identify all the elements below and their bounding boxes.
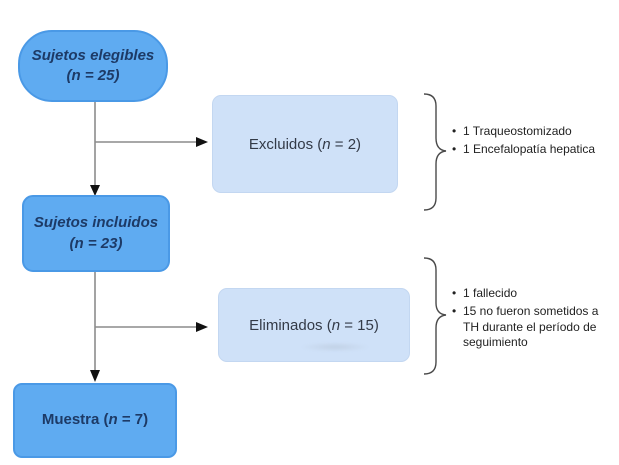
eliminated-reason-text: 15 no fueron sometidos a TH durante el p… [463,303,599,350]
node-excluded-label: Excluidos (n = 2) [249,136,361,153]
node-sample: Muestra (n = 7) [13,383,177,458]
list-item: • 1 fallecido [452,286,610,302]
bullet-icon: • [452,141,457,156]
arrow-to-excluded-head [196,137,208,147]
node-eliminated-label: Eliminados (n = 15) [249,317,379,334]
node-sample-suffix: = 7) [117,411,149,429]
bullet-icon: • [452,124,457,138]
list-item: • 1 Encefalopatía hepatica [452,142,612,158]
scan-artifact [300,342,370,352]
node-eligible-count: (n = 25) [66,67,120,84]
bullet-icon: • [452,303,457,318]
eliminated-reason-text: 1 fallecido [463,286,518,300]
arrow-included-to-sample-head [90,370,100,382]
list-item: • 1 Traqueostomizado [452,124,612,140]
arrow-to-eliminated-head [196,322,208,332]
curly-brace-eliminated [423,257,447,375]
node-included-label: Sujetos incluidos [33,214,159,232]
node-excluded-suffix: = 2) [330,135,362,153]
node-sample-prefix: Muestra ( [41,411,109,429]
node-excluded-nvar: n [322,135,331,153]
node-sample-label: Muestra (n = 7) [42,410,148,430]
node-sample-nvar: n [108,411,118,429]
bullet-icon: • [452,286,457,300]
excluded-reason-text: 1 Traqueostomizado [463,124,572,138]
node-eliminated-suffix: = 15) [340,316,379,334]
list-item: • 15 no fueron sometidos a TH durante el… [452,304,610,351]
node-eligible-label: Sujetos elegibles [31,46,155,64]
node-eliminated: Eliminados (n = 15) [218,288,410,362]
node-eliminated-prefix: Eliminados ( [249,316,332,334]
node-excluded: Excluidos (n = 2) [212,95,398,193]
node-included: Sujetos incluidos (n = 23) [22,195,170,272]
excluded-reason-list: • 1 Traqueostomizado • 1 Encefalopatía h… [452,124,612,160]
excluded-reason-text: 1 Encefalopatía hepatica [463,141,596,156]
node-included-count: (n = 23) [69,234,123,252]
node-excluded-prefix: Excluidos ( [248,135,323,153]
curly-brace-excluded [423,93,447,211]
node-eliminated-nvar: n [331,316,341,334]
eliminated-reason-list: • 1 fallecido • 15 no fueron sometidos a… [452,286,610,353]
node-eligible: Sujetos elegibles (n = 25) [18,30,168,102]
